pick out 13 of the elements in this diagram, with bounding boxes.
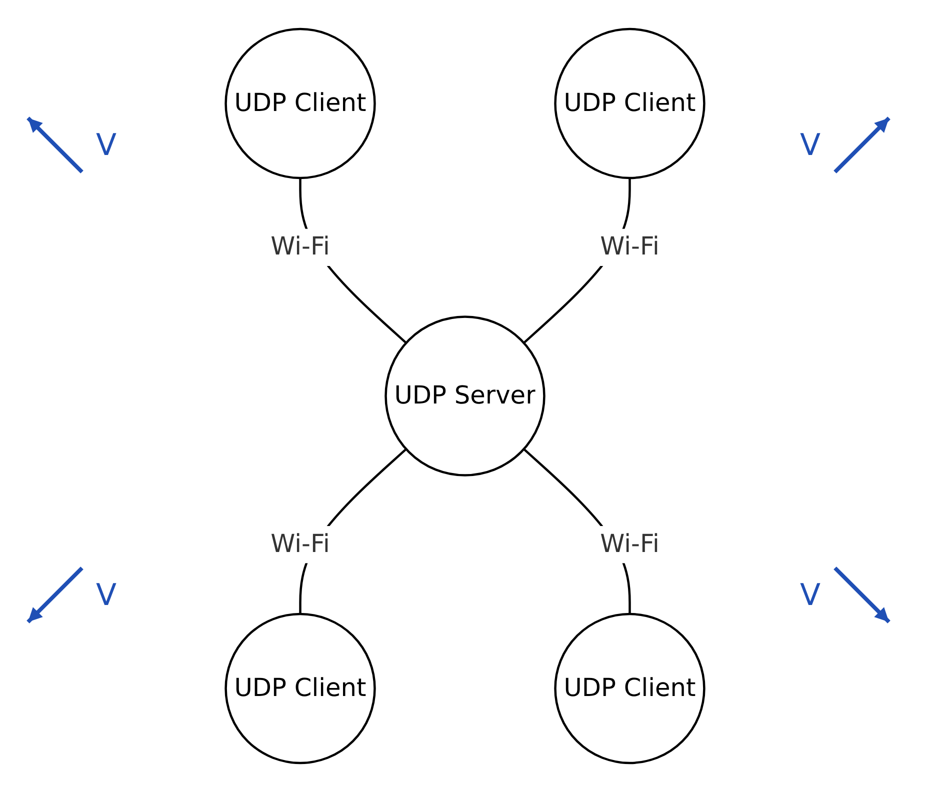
- node-circle: UDP Server: [384, 316, 546, 476]
- velocity-label: V: [96, 128, 117, 162]
- velocity-label: V: [96, 578, 117, 612]
- node-circle: UDP Client: [554, 612, 706, 764]
- edge-label: Wi-Fi: [600, 233, 660, 262]
- velocity-label: V: [800, 578, 821, 612]
- edge-label: Wi-Fi: [270, 530, 330, 559]
- node-circle: UDP Client: [224, 28, 376, 180]
- edge-label: Wi-Fi: [600, 530, 660, 559]
- node-circle: UDP Client: [554, 28, 706, 180]
- velocity-label: V: [800, 128, 821, 162]
- node-circle: UDP Client: [224, 612, 376, 764]
- edge-label: Wi-Fi: [270, 233, 330, 262]
